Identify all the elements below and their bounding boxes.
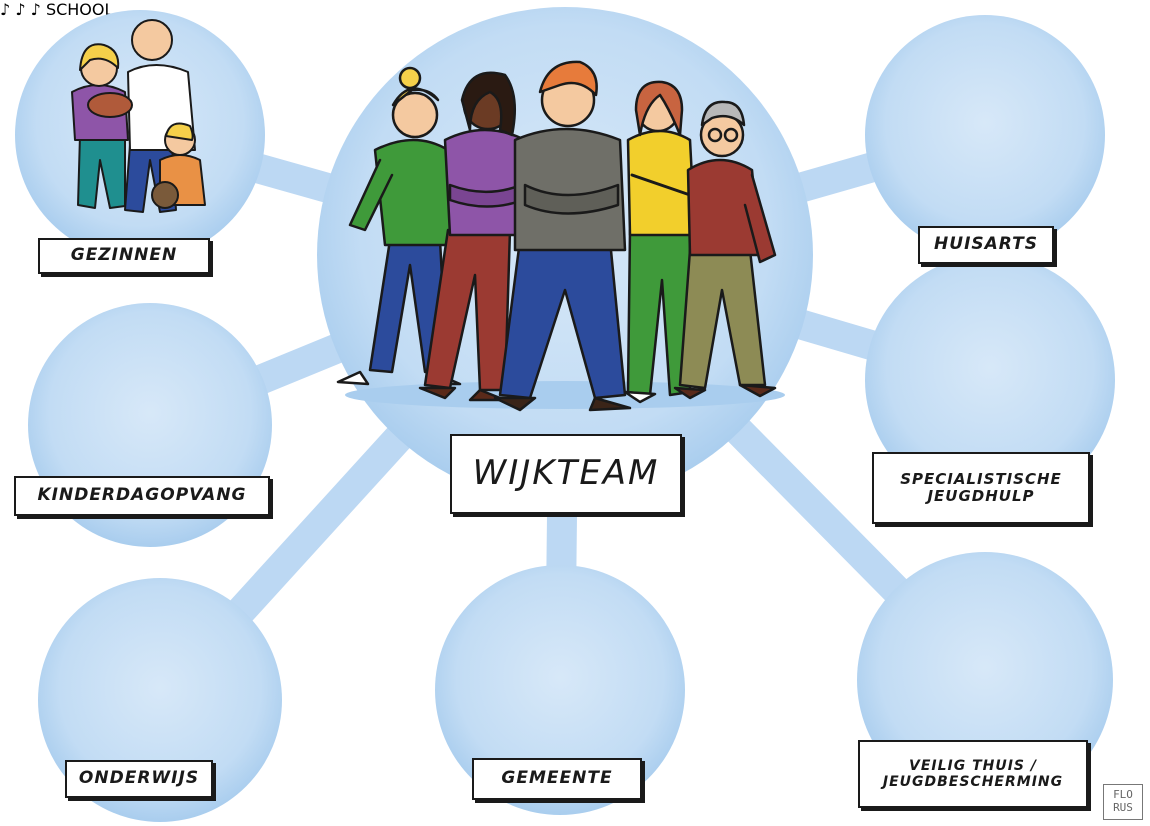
label-jeugdhulp-line1: SPECIALISTISCHE	[900, 469, 1062, 488]
signature-line1: FLO	[1113, 788, 1133, 801]
daycare-illustration: ♪ ♪ ♪	[0, 0, 41, 19]
team-illustration	[336, 60, 785, 412]
person-purple-sweater	[418, 71, 532, 402]
circle-gemeente	[435, 565, 685, 815]
label-kinderdagopvang: KINDERDAGOPVANG	[14, 476, 270, 516]
label-veilig-thuis-line1: VEILIG THUIS /	[908, 757, 1038, 774]
label-veilig-thuis-line2: JEUGDBESCHERMING	[882, 774, 1064, 790]
person-yellow-top	[623, 80, 697, 404]
label-huisarts: HUISARTS	[918, 226, 1054, 264]
person-maroon-sweater	[673, 100, 777, 400]
circle-specialistische-jeugdhulp	[865, 255, 1115, 505]
circle-huisarts	[865, 15, 1105, 255]
person-grey-sweater	[493, 60, 632, 412]
label-gemeente: GEMEENTE	[472, 758, 642, 800]
family-illustration	[71, 19, 206, 213]
label-wijkteam: WIJKTEAM	[450, 434, 682, 514]
label-gezinnen: GEZINNEN	[38, 238, 210, 274]
label-specialistische-jeugdhulp: SPECIALISTISCHE JEUGDHULP	[872, 452, 1090, 524]
artist-signature: FLO RUS	[1103, 784, 1143, 820]
school-sign: SCHOOL	[45, 0, 114, 19]
label-jeugdhulp-line2: JEUGDHULP	[927, 487, 1035, 505]
label-onderwijs: ONDERWIJS	[65, 760, 213, 798]
signature-line2: RUS	[1113, 801, 1133, 815]
label-veilig-thuis: VEILIG THUIS / JEUGDBESCHERMING	[858, 740, 1088, 808]
